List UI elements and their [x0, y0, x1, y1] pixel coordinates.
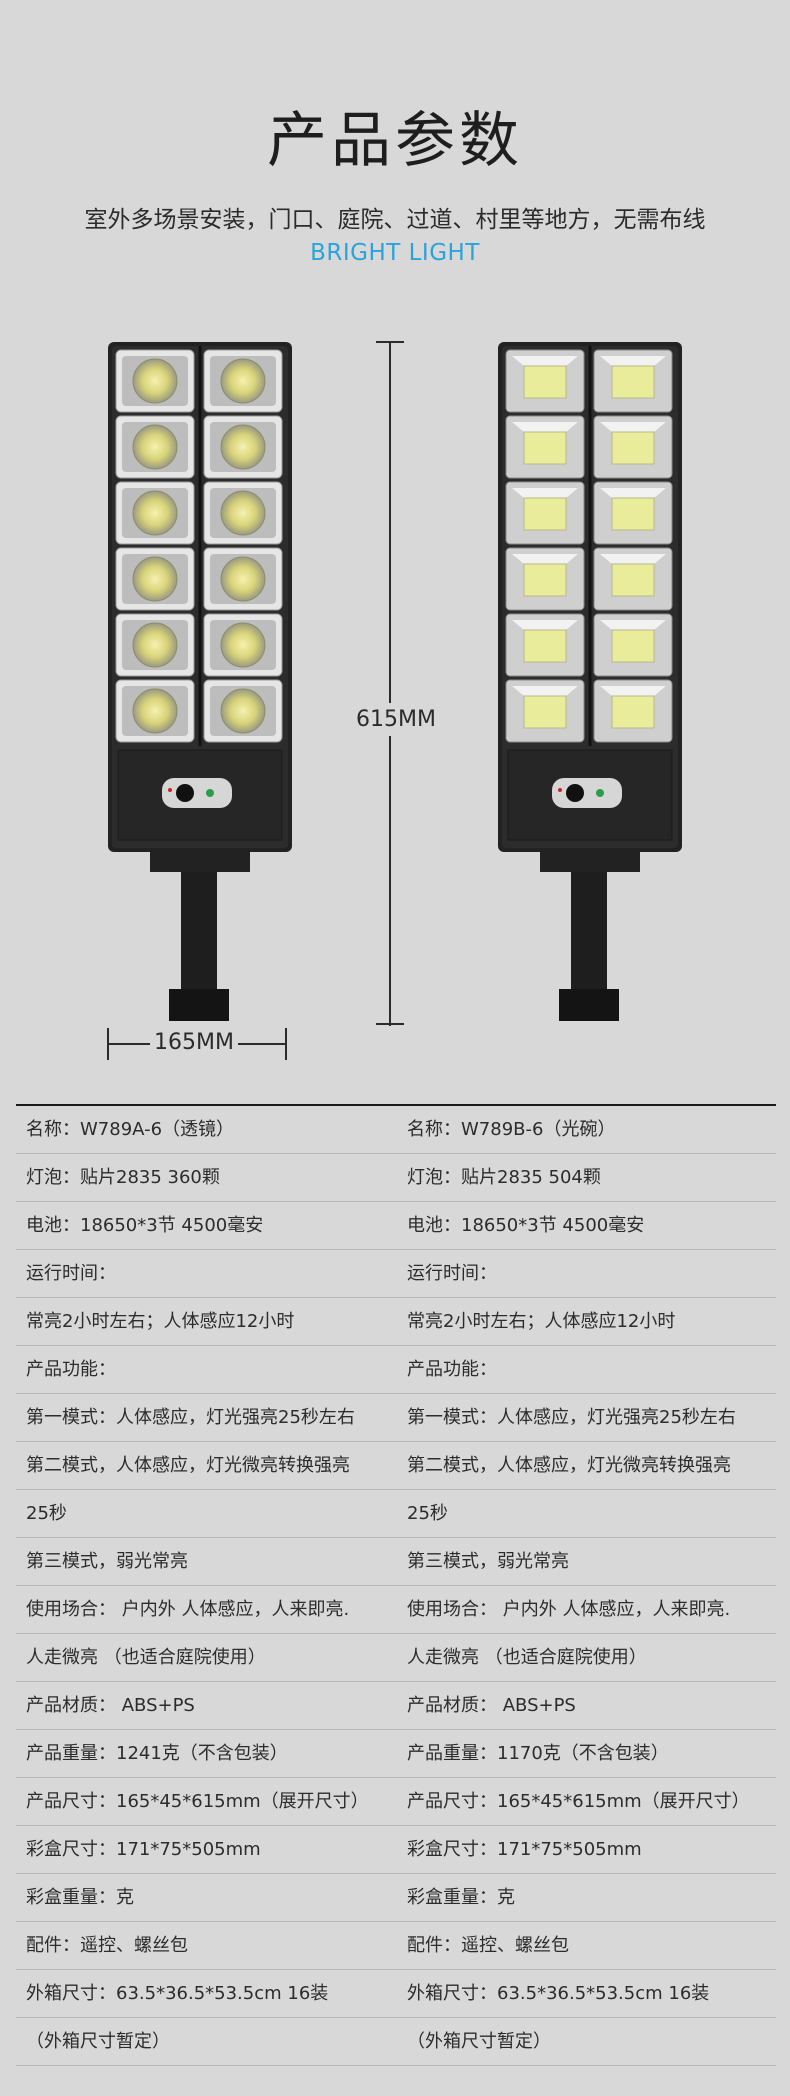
spec-cell-model-b: 使用场合： 户内外 人体感应，人来即亮. — [407, 1599, 731, 1620]
spec-cell-model-a: 第二模式，人体感应，灯光微亮转换强亮 — [26, 1455, 350, 1476]
spec-cell-model-b: 电池：18650*3节 4500毫安 — [407, 1215, 645, 1236]
spec-cell-model-a: 第一模式：人体感应，灯光强亮25秒左右 — [26, 1407, 355, 1428]
lamp-a-image — [108, 342, 292, 1021]
table-row: 产品功能： 产品功能： — [16, 1346, 776, 1394]
spec-cell-model-a: 彩盒重量：克 — [26, 1887, 134, 1908]
table-row: 电池：18650*3节 4500毫安 电池：18650*3节 4500毫安 — [16, 1202, 776, 1250]
spec-cell-model-b: 第二模式，人体感应，灯光微亮转换强亮 — [407, 1455, 731, 1476]
width-dimension-label: 165MM — [150, 1030, 238, 1055]
spec-cell-model-b: 外箱尺寸：63.5*36.5*53.5cm 16装 — [407, 1983, 710, 2004]
spec-cell-model-a: 电池：18650*3节 4500毫安 — [26, 1215, 264, 1236]
table-top-rule — [16, 1104, 776, 1106]
spec-cell-model-a: 产品重量：1241克（不含包装） — [26, 1743, 288, 1764]
spec-cell-model-b: 运行时间： — [407, 1263, 497, 1284]
spec-cell-model-b: 产品重量：1170克（不含包装） — [407, 1743, 669, 1764]
spec-cell-model-a: 配件：遥控、螺丝包 — [26, 1935, 188, 1956]
lens-cell — [203, 349, 283, 413]
lens-cell — [203, 415, 283, 479]
table-row: 外箱尺寸：63.5*36.5*53.5cm 16装 外箱尺寸：63.5*36.5*… — [16, 1970, 776, 2018]
spec-cell-model-b: 名称：W789B-6（光碗） — [407, 1119, 616, 1140]
lens-cell — [115, 547, 195, 611]
lens-cell — [115, 415, 195, 479]
page-subtitle: 室外多场景安装，门口、庭院、过道、村里等地方，无需布线 — [84, 207, 706, 233]
lens-cell — [203, 547, 283, 611]
table-row: 名称：W789A-6（透镜） 名称：W789B-6（光碗） — [16, 1106, 776, 1154]
table-row: 第三模式，弱光常亮 第三模式，弱光常亮 — [16, 1538, 776, 1586]
height-dimension-line — [376, 341, 404, 1026]
lamp-b-cup-grid — [505, 349, 673, 743]
spec-cell-model-a: 产品尺寸：165*45*615mm（展开尺寸） — [26, 1791, 369, 1812]
cup-cell — [593, 679, 673, 743]
lens-cell — [203, 481, 283, 545]
table-row: 产品尺寸：165*45*615mm（展开尺寸） 产品尺寸：165*45*615mm… — [16, 1778, 776, 1826]
table-row: （外箱尺寸暂定） （外箱尺寸暂定） — [16, 2018, 776, 2066]
page-title: 产品参数 — [267, 106, 523, 176]
spec-cell-model-b: 第一模式：人体感应，灯光强亮25秒左右 — [407, 1407, 736, 1428]
table-row: 使用场合： 户内外 人体感应，人来即亮. 使用场合： 户内外 人体感应，人来即亮. — [16, 1586, 776, 1634]
cup-cell — [593, 547, 673, 611]
table-row: 彩盒重量：克 彩盒重量：克 — [16, 1874, 776, 1922]
cup-cell — [505, 547, 585, 611]
spec-cell-model-b: 彩盒尺寸：171*75*505mm — [407, 1839, 642, 1860]
spec-cell-model-b: 人走微亮 （也适合庭院使用） — [407, 1647, 647, 1668]
table-row: 第一模式：人体感应，灯光强亮25秒左右 第一模式：人体感应，灯光强亮25秒左右 — [16, 1394, 776, 1442]
height-dimension-label: 615MM — [354, 703, 438, 736]
spec-cell-model-b: 彩盒重量：克 — [407, 1887, 515, 1908]
cup-cell — [593, 481, 673, 545]
lamp-b-image — [498, 342, 682, 1021]
lens-cell — [115, 481, 195, 545]
page-subtitle-en: BRIGHT LIGHT — [310, 240, 480, 266]
table-row: 灯泡：贴片2835 360颗 灯泡：贴片2835 504颗 — [16, 1154, 776, 1202]
spec-cell-model-a: 灯泡：贴片2835 360颗 — [26, 1167, 220, 1188]
lens-cell — [115, 349, 195, 413]
table-row: 常亮2小时左右；人体感应12小时 常亮2小时左右；人体感应12小时 — [16, 1298, 776, 1346]
spec-table: 名称：W789A-6（透镜） 名称：W789B-6（光碗） 灯泡：贴片2835 36… — [16, 1106, 776, 2066]
spec-cell-model-b: 灯泡：贴片2835 504颗 — [407, 1167, 601, 1188]
cup-cell — [505, 613, 585, 677]
spec-cell-model-a: 第三模式，弱光常亮 — [26, 1551, 188, 1572]
table-row: 产品材质： ABS+PS 产品材质： ABS+PS — [16, 1682, 776, 1730]
lens-cell — [203, 679, 283, 743]
cup-cell — [505, 415, 585, 479]
spec-cell-model-a: 人走微亮 （也适合庭院使用） — [26, 1647, 266, 1668]
table-row: 第二模式，人体感应，灯光微亮转换强亮 第二模式，人体感应，灯光微亮转换强亮 — [16, 1442, 776, 1490]
spec-cell-model-a: 常亮2小时左右；人体感应12小时 — [26, 1311, 295, 1332]
lens-cell — [115, 613, 195, 677]
spec-cell-model-b: 产品尺寸：165*45*615mm（展开尺寸） — [407, 1791, 750, 1812]
cup-cell — [593, 613, 673, 677]
spec-cell-model-a: 产品材质： ABS+PS — [26, 1695, 195, 1716]
cup-cell — [505, 481, 585, 545]
spec-cell-model-b: 配件：遥控、螺丝包 — [407, 1935, 569, 1956]
lens-cell — [203, 613, 283, 677]
spec-cell-model-a: 产品功能： — [26, 1359, 116, 1380]
cup-cell — [593, 349, 673, 413]
spec-cell-model-a: 25秒 — [26, 1503, 67, 1524]
spec-cell-model-a: 彩盒尺寸：171*75*505mm — [26, 1839, 261, 1860]
cup-cell — [593, 415, 673, 479]
spec-cell-model-b: （外箱尺寸暂定） — [407, 2031, 551, 2052]
table-row: 25秒 25秒 — [16, 1490, 776, 1538]
cup-cell — [505, 679, 585, 743]
table-row: 人走微亮 （也适合庭院使用） 人走微亮 （也适合庭院使用） — [16, 1634, 776, 1682]
spec-cell-model-a: 外箱尺寸：63.5*36.5*53.5cm 16装 — [26, 1983, 329, 2004]
lamp-a-lens-grid — [115, 349, 283, 743]
spec-cell-model-b: 25秒 — [407, 1503, 448, 1524]
table-row: 运行时间： 运行时间： — [16, 1250, 776, 1298]
spec-cell-model-b: 常亮2小时左右；人体感应12小时 — [407, 1311, 676, 1332]
table-row: 彩盒尺寸：171*75*505mm 彩盒尺寸：171*75*505mm — [16, 1826, 776, 1874]
table-row: 配件：遥控、螺丝包 配件：遥控、螺丝包 — [16, 1922, 776, 1970]
spec-cell-model-a: （外箱尺寸暂定） — [26, 2031, 170, 2052]
table-row: 产品重量：1241克（不含包装） 产品重量：1170克（不含包装） — [16, 1730, 776, 1778]
spec-cell-model-a: 名称：W789A-6（透镜） — [26, 1119, 235, 1140]
spec-cell-model-a: 运行时间： — [26, 1263, 116, 1284]
spec-cell-model-b: 产品功能： — [407, 1359, 497, 1380]
lens-cell — [115, 679, 195, 743]
spec-cell-model-a: 使用场合： 户内外 人体感应，人来即亮. — [26, 1599, 350, 1620]
spec-cell-model-b: 第三模式，弱光常亮 — [407, 1551, 569, 1572]
spec-cell-model-b: 产品材质： ABS+PS — [407, 1695, 576, 1716]
cup-cell — [505, 349, 585, 413]
